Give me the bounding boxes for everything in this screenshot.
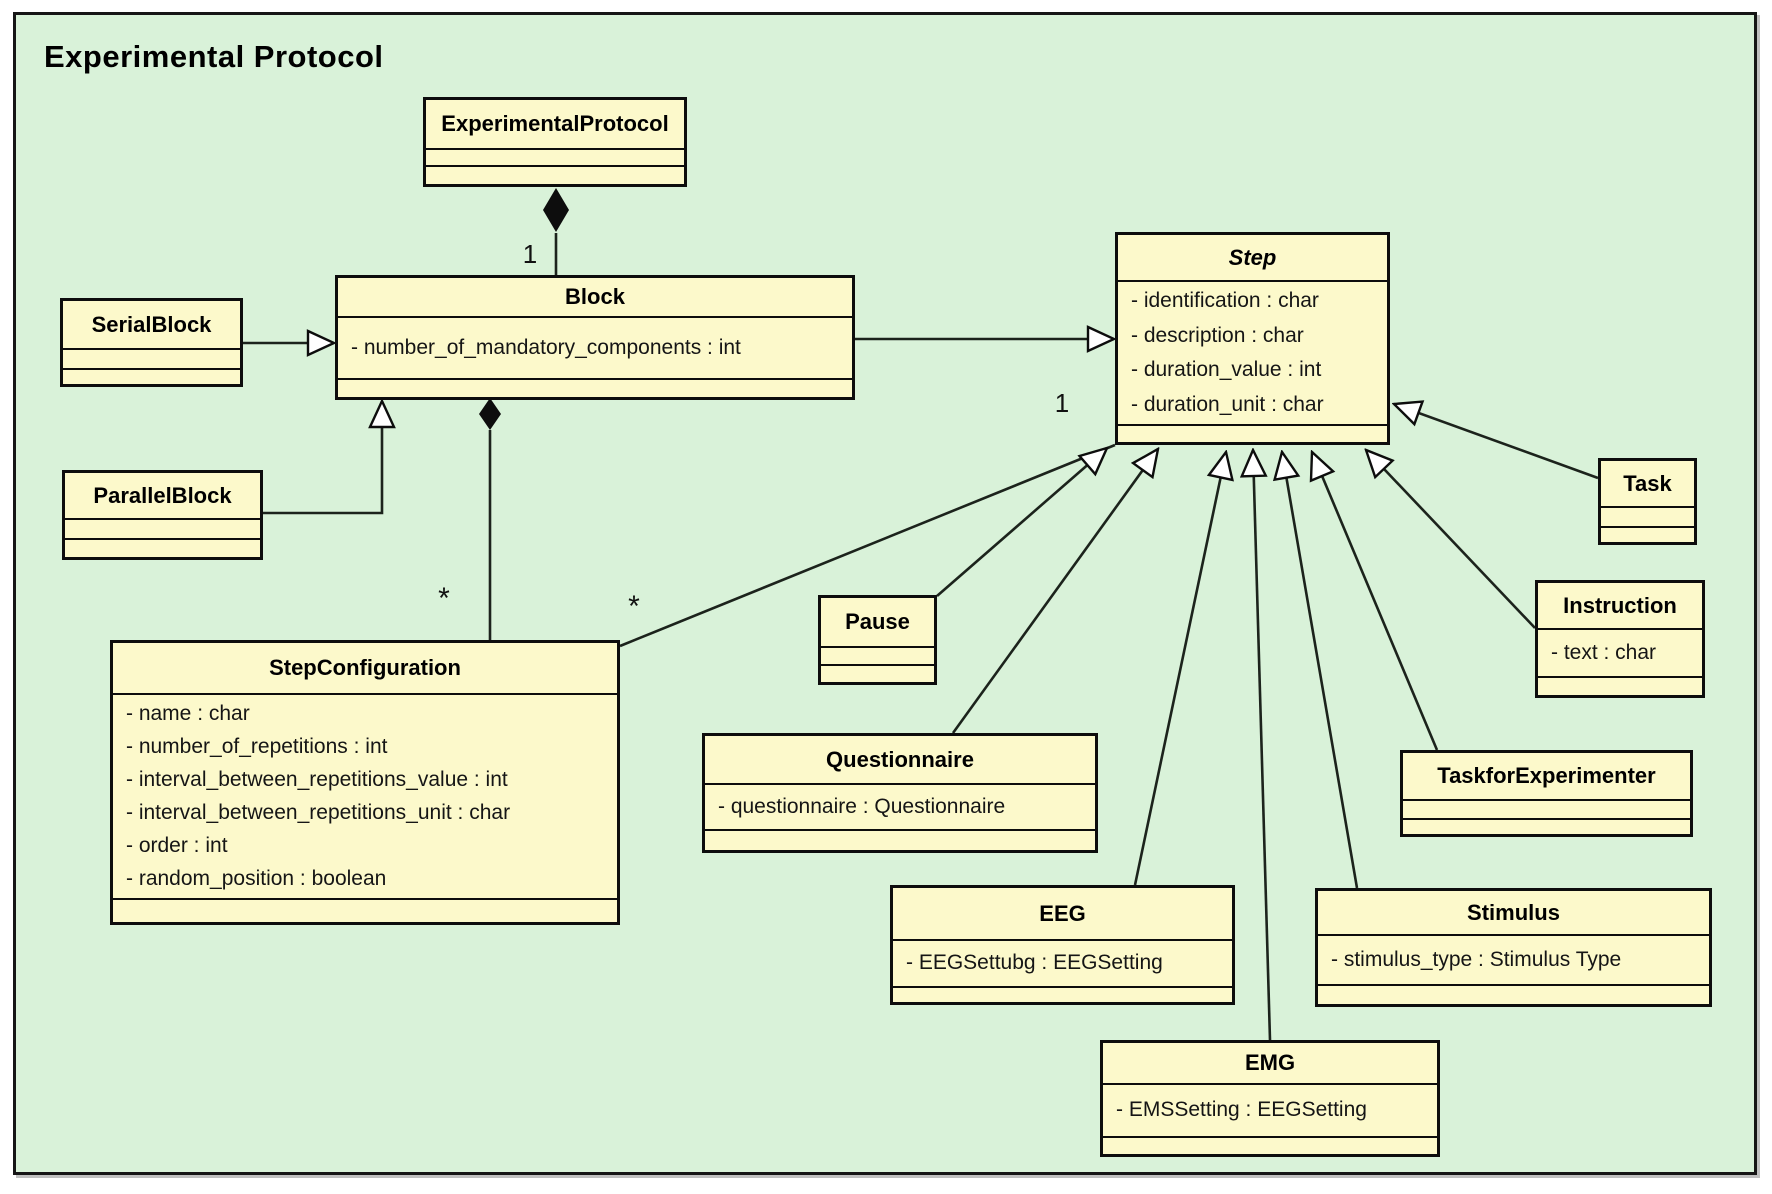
attributes-compartment: - number_of_mandatory_components : int [338,318,852,380]
operations-compartment [113,900,617,922]
class-box-task: Task [1598,458,1697,545]
attributes-compartment [63,350,240,370]
class-name-serial-block: SerialBlock [63,301,240,350]
class-name-questionnaire: Questionnaire [705,736,1095,785]
generalization-edge-task-for-experimenter-to-step [1312,452,1439,751]
operations-compartment [1538,678,1702,695]
multiplicity-label: * [438,582,450,615]
attributes-compartment [821,648,934,666]
attributes-compartment [1601,508,1694,528]
multiplicity-label: 1 [1055,388,1069,418]
generalization-edge-task-to-step [1394,404,1599,480]
operations-compartment [338,380,852,397]
operations-compartment [63,370,240,384]
composition-diamond [479,398,501,430]
generalization-edge-instruction-to-step [1366,450,1536,629]
class-name-parallel-block: ParallelBlock [65,473,260,520]
attribute: - number_of_repetitions : int [126,734,388,758]
operations-compartment [893,988,1232,1002]
class-name-pause: Pause [821,598,934,648]
class-name-step: Step [1118,235,1387,282]
class-name-emg: EMG [1103,1043,1437,1085]
attribute: - stimulus_type : Stimulus Type [1331,947,1622,971]
operations-compartment [1601,528,1694,542]
attributes-compartment [426,150,684,167]
class-box-step: Step - identification : char - description… [1115,232,1390,445]
attribute: - random_position : boolean [126,867,387,891]
diagram-title: Experimental Protocol [44,39,384,74]
attribute: - duration_value : int [1131,358,1322,382]
attribute: - interval_between_repetitions_value : i… [126,767,508,791]
operations-compartment [1318,986,1709,1004]
attributes-compartment: - identification : char - description : c… [1118,282,1387,426]
class-name-stimulus: Stimulus [1318,891,1709,936]
diagram-panel: Experimental Protocol [13,12,1757,1175]
generalization-edge-eeg-to-step [1133,452,1226,886]
generalization-edge-parallel-block-to-block [263,401,382,515]
class-box-questionnaire: Questionnaire - questionnaire : Questionn… [702,733,1098,853]
generalization-edge-pause-to-step [936,448,1107,597]
operations-compartment [65,540,260,557]
association-edge-step-configuration-to-step [619,443,1116,648]
class-box-parallel-block: ParallelBlock [62,470,263,560]
operations-compartment [1403,820,1690,834]
attribute: - EEGSettubg : EEGSetting [906,951,1163,975]
attribute: - interval_between_repetitions_unit : ch… [126,800,511,824]
operations-compartment [821,666,934,682]
composition-diamond [543,188,569,232]
class-box-serial-block: SerialBlock [60,298,243,387]
operations-compartment [426,167,684,184]
attribute: - questionnaire : Questionnaire [718,794,1006,818]
class-name-task-for-experimenter: TaskforExperimenter [1403,753,1690,801]
class-box-block: Block - number_of_mandatory_components : … [335,275,855,400]
generalization-edge-questionnaire-to-step [951,449,1158,734]
operations-compartment [705,831,1095,850]
class-box-stimulus: Stimulus - stimulus_type : Stimulus Type [1315,888,1712,1007]
attributes-compartment [65,520,260,540]
class-box-task-for-experimenter: TaskforExperimenter [1400,750,1693,837]
class-name-block: Block [338,278,852,318]
class-box-emg: EMG - EMSSetting : EEGSetting [1100,1040,1440,1157]
attributes-compartment: - name : char - number_of_repetitions : i… [113,695,617,900]
attribute: - order : int [126,834,228,858]
attributes-compartment: - EEGSettubg : EEGSetting [893,941,1232,988]
generalization-edge-emg-to-step [1253,450,1272,1041]
class-box-pause: Pause [818,595,937,685]
attribute: - name : char [126,701,250,725]
attributes-compartment: - text : char [1538,630,1702,678]
class-name-instruction: Instruction [1538,583,1702,630]
attribute: - EMSSetting : EEGSetting [1116,1098,1367,1122]
attributes-compartment: - stimulus_type : Stimulus Type [1318,936,1709,986]
class-name-experimental-protocol: ExperimentalProtocol [426,100,684,150]
class-name-eeg: EEG [893,888,1232,941]
attribute: - number_of_mandatory_components : int [351,335,741,359]
attributes-compartment: - questionnaire : Questionnaire [705,785,1095,831]
attribute: - duration_unit : char [1131,392,1324,416]
multiplicity-label: * [628,590,640,623]
attribute: - identification : char [1131,289,1319,313]
class-box-step-configuration: StepConfiguration - name : char - number_o… [110,640,620,925]
operations-compartment [1118,426,1387,442]
operations-compartment [1103,1138,1437,1154]
class-box-eeg: EEG - EEGSettubg : EEGSetting [890,885,1235,1005]
attribute: - description : char [1131,323,1304,347]
class-box-instruction: Instruction - text : char [1535,580,1705,698]
multiplicity-label: 1 [523,239,537,269]
class-box-experimental-protocol: ExperimentalProtocol [423,97,687,187]
generalization-edge-stimulus-to-step [1282,452,1359,889]
attributes-compartment [1403,801,1690,820]
class-name-step-configuration: StepConfiguration [113,643,617,695]
attribute: - text : char [1551,640,1657,664]
attributes-compartment: - EMSSetting : EEGSetting [1103,1085,1437,1138]
class-name-task: Task [1601,461,1694,508]
